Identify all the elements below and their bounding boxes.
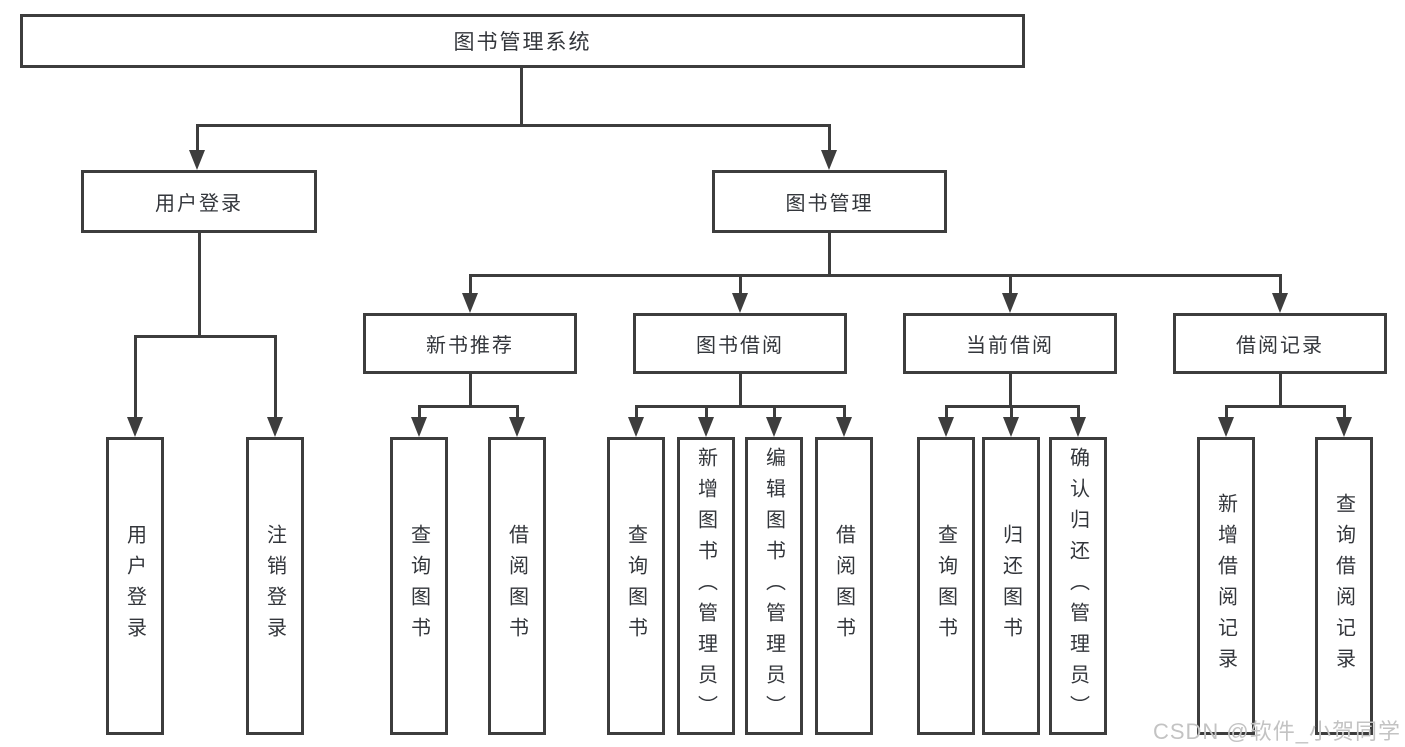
connector-vline bbox=[1077, 405, 1080, 419]
connector-hline bbox=[469, 274, 1282, 277]
connector-vline bbox=[945, 405, 948, 419]
leaf-label: 新增图书（管理员） bbox=[694, 446, 717, 726]
connector-vline bbox=[1009, 374, 1012, 407]
connector-hline bbox=[635, 405, 846, 408]
connector-vline bbox=[635, 405, 638, 419]
connector-vline bbox=[469, 374, 472, 407]
connector-hline bbox=[196, 124, 831, 127]
leaf-label: 查询图书 bbox=[624, 524, 647, 648]
leaf-query-borrow-record: 查询借阅记录 bbox=[1315, 437, 1373, 735]
connector-vline bbox=[198, 233, 201, 337]
leaf-query-books-2: 查询图书 bbox=[607, 437, 665, 735]
leaf-query-books: 查询图书 bbox=[390, 437, 448, 735]
arrowhead-icon bbox=[628, 417, 644, 437]
arrowhead-icon bbox=[127, 417, 143, 437]
leaf-return-books: 归还图书 bbox=[982, 437, 1040, 735]
leaf-label: 查询图书 bbox=[934, 524, 957, 648]
connector-vline bbox=[469, 274, 472, 295]
leaf-user-login: 用户登录 bbox=[106, 437, 164, 735]
connector-vline bbox=[1279, 374, 1282, 407]
leaf-label: 查询图书 bbox=[407, 524, 430, 648]
connector-vline bbox=[134, 335, 137, 419]
leaf-confirm-return-admin: 确认归还（管理员） bbox=[1049, 437, 1107, 735]
connector-vline bbox=[1343, 405, 1346, 419]
leaf-edit-books-admin: 编辑图书（管理员） bbox=[745, 437, 803, 735]
leaf-label: 借阅图书 bbox=[505, 524, 528, 648]
leaf-label: 注销登录 bbox=[263, 524, 286, 648]
arrowhead-icon bbox=[836, 417, 852, 437]
node-user-login: 用户登录 bbox=[81, 170, 317, 233]
leaf-query-books-3: 查询图书 bbox=[917, 437, 975, 735]
arrowhead-icon bbox=[821, 150, 837, 170]
leaf-label: 确认归还（管理员） bbox=[1066, 446, 1089, 726]
node-label: 借阅记录 bbox=[1236, 335, 1324, 357]
connector-vline bbox=[739, 374, 742, 407]
arrowhead-icon bbox=[766, 417, 782, 437]
arrowhead-icon bbox=[1336, 417, 1352, 437]
leaf-add-borrow-record: 新增借阅记录 bbox=[1197, 437, 1255, 735]
connector-vline bbox=[828, 232, 831, 276]
leaf-label: 用户登录 bbox=[123, 524, 146, 648]
leaf-label: 借阅图书 bbox=[832, 524, 855, 648]
leaf-label: 归还图书 bbox=[999, 524, 1022, 648]
node-new-book-recommendation: 新书推荐 bbox=[363, 313, 577, 374]
leaf-borrow-books: 借阅图书 bbox=[488, 437, 546, 735]
leaf-borrow-books-2: 借阅图书 bbox=[815, 437, 873, 735]
arrowhead-icon bbox=[1002, 293, 1018, 313]
node-label: 图书管理系统 bbox=[453, 31, 592, 54]
arrowhead-icon bbox=[267, 417, 283, 437]
leaf-logout: 注销登录 bbox=[246, 437, 304, 735]
node-book-borrowing: 图书借阅 bbox=[633, 313, 847, 374]
arrowhead-icon bbox=[1003, 417, 1019, 437]
node-library-management-system: 图书管理系统 bbox=[20, 14, 1025, 68]
connector-vline bbox=[516, 405, 519, 419]
csdn-watermark: CSDN @软件_小贺同学 bbox=[1152, 719, 1401, 744]
node-label: 图书借阅 bbox=[696, 335, 784, 357]
connector-hline bbox=[418, 405, 519, 408]
arrowhead-icon bbox=[1070, 417, 1086, 437]
leaf-add-books-admin: 新增图书（管理员） bbox=[677, 437, 735, 735]
connector-vline bbox=[1009, 274, 1012, 295]
connector-vline bbox=[1225, 405, 1228, 419]
connector-vline bbox=[828, 124, 831, 152]
arrowhead-icon bbox=[411, 417, 427, 437]
arrowhead-icon bbox=[509, 417, 525, 437]
node-current-borrowing: 当前借阅 bbox=[903, 313, 1117, 374]
arrowhead-icon bbox=[698, 417, 714, 437]
arrowhead-icon bbox=[1272, 293, 1288, 313]
node-label: 当前借阅 bbox=[966, 335, 1054, 357]
connector-vline bbox=[705, 405, 708, 419]
leaf-label: 新增借阅记录 bbox=[1214, 493, 1237, 679]
connector-hline bbox=[1225, 405, 1346, 408]
node-borrowing-records: 借阅记录 bbox=[1173, 313, 1387, 374]
connector-vline bbox=[739, 274, 742, 295]
connector-vline bbox=[773, 405, 776, 419]
node-label: 新书推荐 bbox=[426, 335, 514, 357]
node-label: 图书管理 bbox=[785, 193, 874, 215]
arrowhead-icon bbox=[1218, 417, 1234, 437]
node-label: 用户登录 bbox=[155, 193, 243, 215]
connector-vline bbox=[843, 405, 846, 419]
connector-vline bbox=[196, 124, 199, 152]
leaf-label: 查询借阅记录 bbox=[1332, 493, 1355, 679]
connector-vline bbox=[520, 68, 523, 126]
connector-hline bbox=[134, 335, 277, 338]
connector-vline bbox=[418, 405, 421, 419]
connector-vline bbox=[1279, 274, 1282, 295]
arrowhead-icon bbox=[938, 417, 954, 437]
leaf-label: 编辑图书（管理员） bbox=[762, 446, 785, 726]
arrowhead-icon bbox=[732, 293, 748, 313]
connector-vline bbox=[274, 335, 277, 419]
node-book-management: 图书管理 bbox=[712, 170, 947, 233]
connector-vline bbox=[1010, 405, 1013, 419]
arrowhead-icon bbox=[189, 150, 205, 170]
arrowhead-icon bbox=[462, 293, 478, 313]
